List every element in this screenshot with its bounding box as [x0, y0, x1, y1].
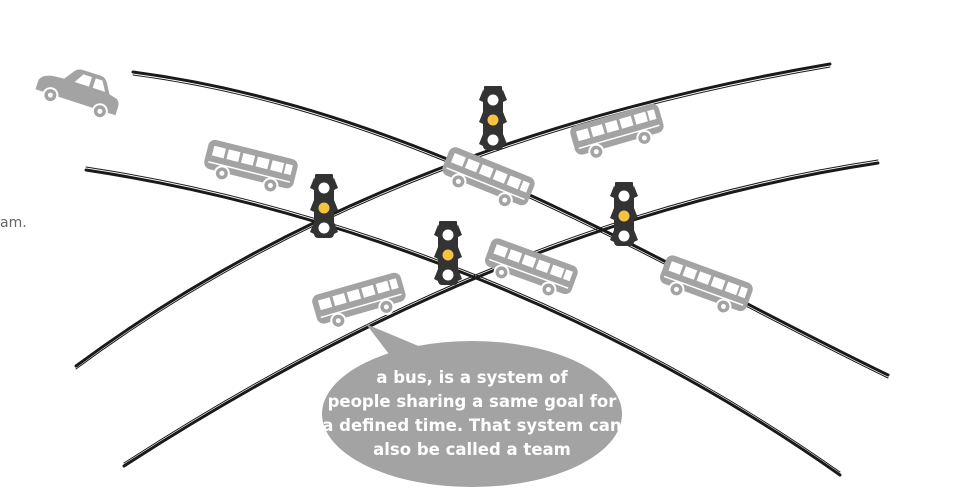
road — [123, 159, 879, 464]
bubble-text: a bus, is a system of people sharing a s… — [322, 366, 622, 462]
traffic-light-icon — [434, 221, 462, 285]
side-text: am. — [0, 215, 27, 231]
road — [122, 161, 880, 468]
bus-icon — [479, 235, 581, 305]
bubble-line: a bus, is a system of — [376, 368, 568, 387]
traffic-light-icon — [610, 182, 638, 246]
road — [75, 66, 831, 370]
speech-bubble — [322, 324, 622, 487]
road — [132, 74, 889, 379]
bubble-line: people sharing a same goal for — [327, 392, 617, 411]
bus-icon — [309, 270, 411, 334]
bus-icon — [199, 137, 301, 199]
traffic-light-icon — [310, 174, 338, 238]
road — [74, 62, 832, 368]
traffic-light-icon — [479, 86, 507, 150]
bus-icon — [436, 144, 538, 216]
road — [84, 168, 842, 477]
car-icon — [35, 69, 119, 120]
road-network — [74, 62, 890, 477]
bubble-line: a defined time. That system can — [322, 416, 622, 435]
bus-icon — [654, 252, 756, 322]
road — [131, 70, 890, 377]
bubble-line: also be called a team — [373, 440, 571, 459]
